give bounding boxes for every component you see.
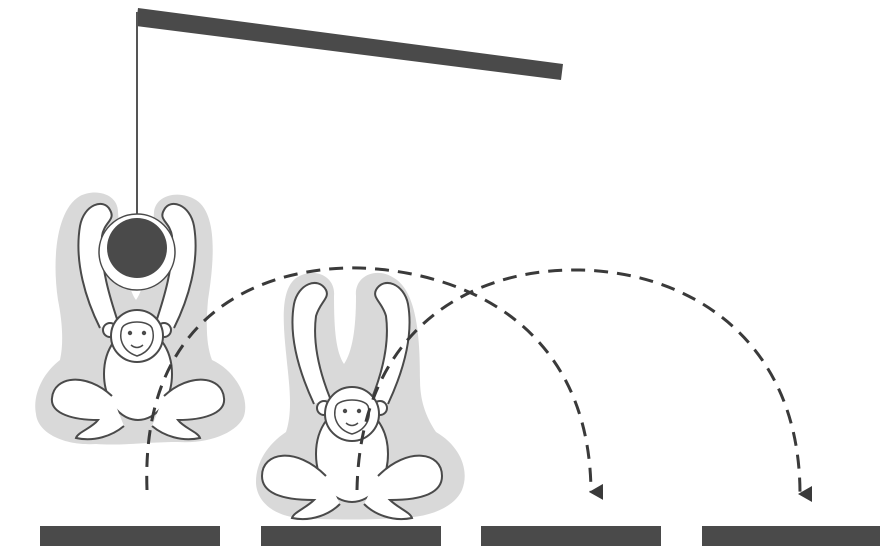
platform-4 bbox=[702, 526, 880, 546]
monkey-empty-hands bbox=[256, 273, 465, 520]
platform-1 bbox=[40, 526, 220, 546]
monkey-holding-ball bbox=[35, 193, 245, 445]
ball bbox=[107, 218, 167, 278]
platform-3 bbox=[481, 526, 661, 546]
overhead-beam bbox=[136, 8, 563, 80]
platform-2 bbox=[261, 526, 441, 546]
